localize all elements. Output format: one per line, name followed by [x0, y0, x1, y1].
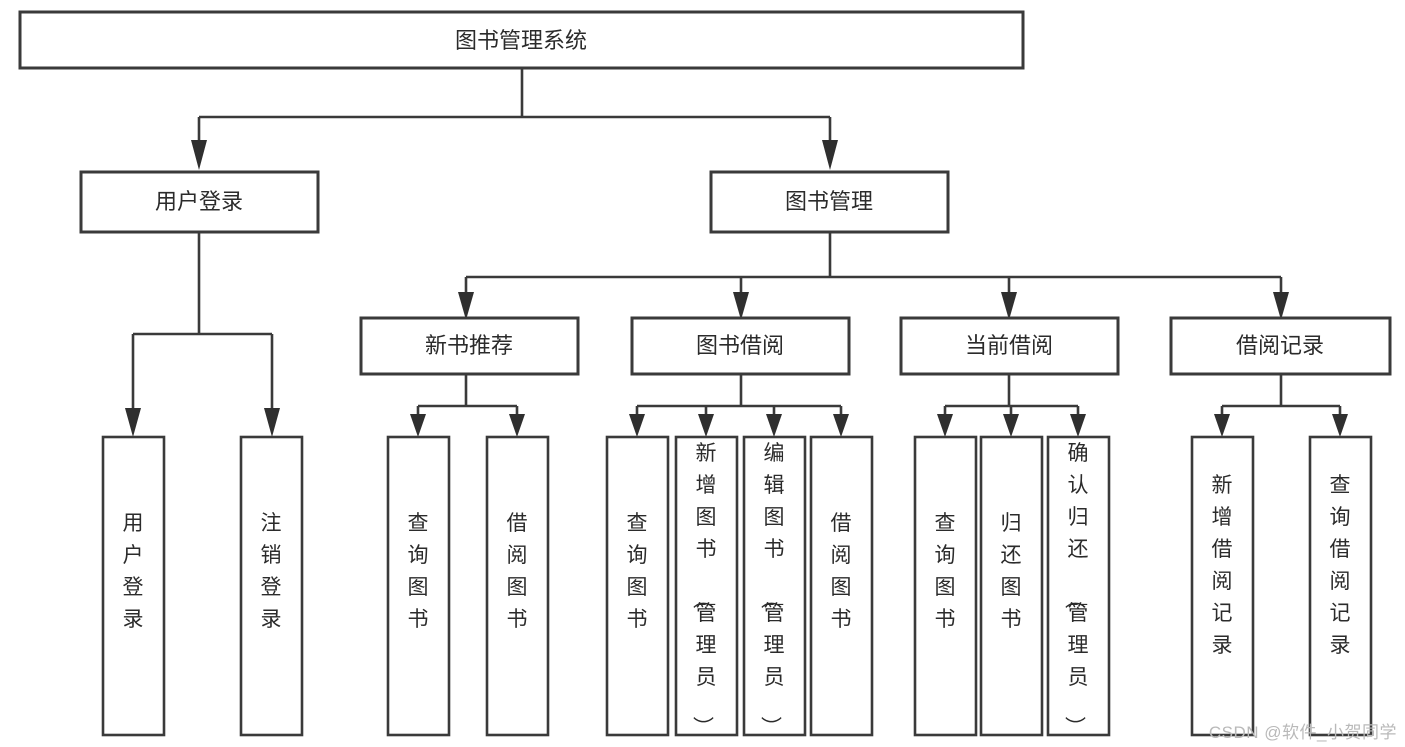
- node-label-leaf-borrow-book-2: 借阅图书: [831, 512, 852, 631]
- node-label-leaf-query-record: 查询借阅记录: [1330, 474, 1351, 657]
- node-label-leaf-logout-login: 注销登录: [261, 512, 282, 631]
- arrow-head: [822, 140, 838, 170]
- node-label-leaf-borrow-book-1: 借阅图书: [507, 512, 528, 631]
- connector-current-borrow-to-leaves: [937, 374, 1086, 437]
- arrow-head: [698, 414, 714, 437]
- node-label-borrow-record: 借阅记录: [1236, 333, 1324, 358]
- node-book-borrow[interactable]: 图书借阅: [630, 316, 851, 376]
- arrow-head: [833, 414, 849, 437]
- arrow-head: [509, 414, 525, 437]
- arrow-head: [629, 414, 645, 437]
- arrow-head: [1273, 292, 1289, 320]
- node-leaf-query-record[interactable]: 查询借阅记录: [1308, 435, 1373, 737]
- node-leaf-edit-book[interactable]: 编辑图书（管理员）: [742, 435, 807, 737]
- node-label-root: 图书管理系统: [455, 28, 587, 53]
- connector-book-borrow-to-leaves: [629, 374, 849, 437]
- node-leaf-user-login[interactable]: 用户登录: [101, 435, 166, 737]
- connector-new-book-recommend-to-leaves: [410, 374, 525, 437]
- arrow-head: [1001, 292, 1017, 320]
- node-label-user-login: 用户登录: [155, 189, 243, 214]
- node-label-leaf-return-book: 归还图书: [1001, 512, 1022, 631]
- connector-user-login-to-leaves: [125, 232, 280, 437]
- node-label-new-book-recommend: 新书推荐: [425, 333, 513, 358]
- connector-root-to-level2: [191, 68, 838, 170]
- node-label-leaf-query-book-2: 查询图书: [627, 512, 648, 631]
- node-label-book-borrow: 图书借阅: [696, 333, 784, 358]
- node-leaf-confirm-return[interactable]: 确认归还（管理员）: [1046, 435, 1111, 737]
- node-leaf-logout-login[interactable]: 注销登录: [239, 435, 304, 737]
- arrow-head: [1070, 414, 1086, 437]
- node-label-leaf-add-record: 新增借阅记录: [1212, 474, 1233, 657]
- arrow-head: [410, 414, 426, 437]
- node-label-leaf-user-login: 用户登录: [123, 512, 144, 631]
- node-leaf-query-book-1[interactable]: 查询图书: [386, 435, 451, 737]
- arrow-head: [733, 292, 749, 320]
- node-user-login[interactable]: 用户登录: [79, 170, 320, 234]
- csdn-watermark: CSDN @软件_小贺同学: [1208, 723, 1397, 742]
- arrow-head: [1214, 414, 1230, 437]
- arrow-head: [1332, 414, 1348, 437]
- node-label-book-management: 图书管理: [785, 189, 873, 214]
- arrow-head: [1003, 414, 1019, 437]
- node-label-leaf-edit-book: 编辑图书（管理员）: [759, 442, 785, 737]
- node-book-management[interactable]: 图书管理: [709, 170, 950, 234]
- connector-borrow-record-to-leaves: [1214, 374, 1348, 437]
- arrow-head: [458, 292, 474, 320]
- node-label-leaf-query-book-3: 查询图书: [935, 512, 956, 631]
- arrow-head: [191, 140, 207, 170]
- node-new-book-recommend[interactable]: 新书推荐: [359, 316, 580, 376]
- arrow-head: [125, 408, 141, 437]
- node-label-leaf-confirm-return: 确认归还（管理员）: [1063, 442, 1089, 737]
- node-leaf-query-book-3[interactable]: 查询图书: [913, 435, 978, 737]
- node-leaf-query-book-2[interactable]: 查询图书: [605, 435, 670, 737]
- node-label-leaf-query-book-1: 查询图书: [408, 512, 429, 631]
- node-leaf-borrow-book-2[interactable]: 借阅图书: [809, 435, 874, 737]
- arrow-head: [766, 414, 782, 437]
- node-leaf-add-record[interactable]: 新增借阅记录: [1190, 435, 1255, 737]
- connector-book-management-to-level3: [458, 232, 1289, 320]
- node-label-leaf-add-book: 新增图书（管理员）: [691, 442, 717, 737]
- arrow-head: [264, 408, 280, 437]
- node-root-system[interactable]: 图书管理系统: [18, 10, 1025, 70]
- node-leaf-borrow-book-1[interactable]: 借阅图书: [485, 435, 550, 737]
- node-leaf-return-book[interactable]: 归还图书: [979, 435, 1044, 737]
- node-label-current-borrow: 当前借阅: [965, 333, 1053, 358]
- node-current-borrow[interactable]: 当前借阅: [899, 316, 1120, 376]
- arrow-head: [937, 414, 953, 437]
- node-borrow-record[interactable]: 借阅记录: [1169, 316, 1392, 376]
- node-leaf-add-book[interactable]: 新增图书（管理员）: [674, 435, 739, 737]
